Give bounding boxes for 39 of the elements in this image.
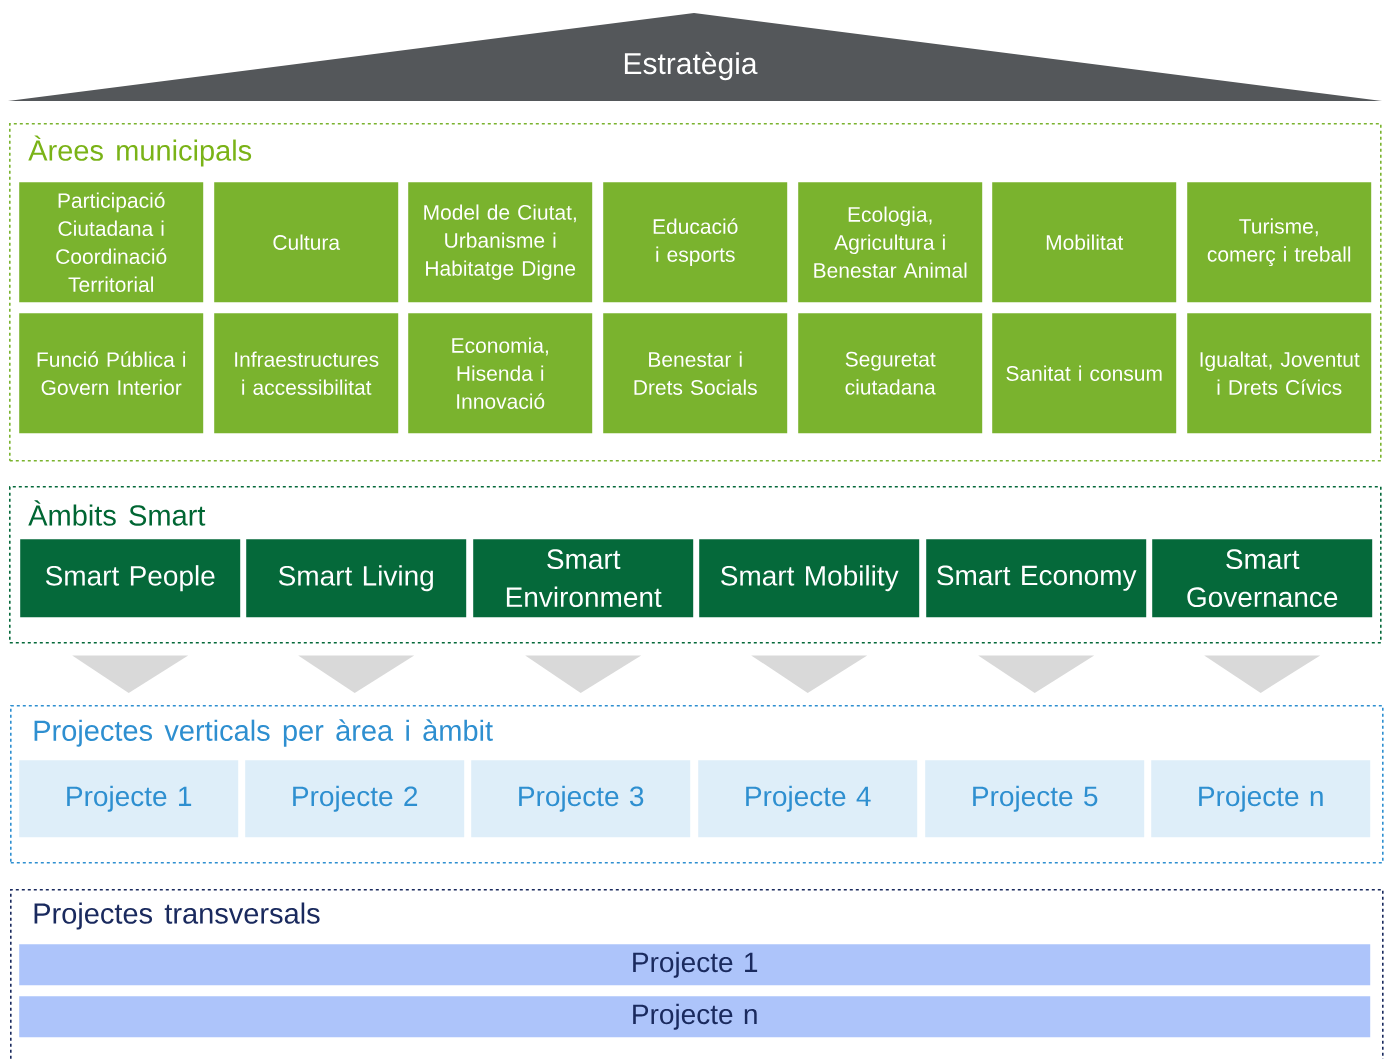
smart-box: Smart People bbox=[20, 539, 241, 618]
smart-box: Smart Living bbox=[246, 539, 467, 618]
area-box: Mobilitat bbox=[992, 182, 1177, 303]
smart-box: Smart Economy bbox=[926, 539, 1147, 618]
area-box: Sanitat i consum bbox=[992, 313, 1177, 434]
panel-title: Àmbits Smart bbox=[28, 500, 206, 526]
smart-box: Smart Mobility bbox=[699, 539, 920, 618]
panel-title: Àrees municipals bbox=[28, 135, 252, 167]
area-box: Economia, Hisenda i Innovació bbox=[408, 313, 593, 434]
project-box: Projecte 2 bbox=[245, 760, 465, 838]
smart-box: Smart Environment bbox=[473, 539, 694, 618]
project-bar: Projecte 1 bbox=[19, 944, 1371, 986]
area-box: Seguretat ciutadana bbox=[798, 313, 983, 434]
project-box: Projecte 1 bbox=[19, 760, 239, 838]
panel-title: Projectes transversals bbox=[34, 902, 320, 930]
chevron-arrow bbox=[1204, 655, 1321, 693]
smart-box: Smart Governance bbox=[1152, 539, 1373, 618]
area-box: Cultura bbox=[214, 182, 399, 303]
area-box: Benestar i Drets Socials bbox=[603, 313, 788, 434]
area-box: Participació Ciutadana i Coordinació Territorial bbox=[19, 182, 204, 303]
chevron-arrow bbox=[525, 655, 642, 693]
chevron-arrow bbox=[298, 655, 415, 693]
project-box: Projecte 3 bbox=[471, 760, 691, 838]
chevron-arrow bbox=[751, 655, 868, 693]
area-box: Infraestructures i accessibilitat bbox=[214, 313, 399, 434]
chevron-arrow bbox=[72, 655, 189, 693]
area-box: Funció Pública i Govern Interior bbox=[19, 313, 204, 434]
area-box: Turisme, comerç i treball bbox=[1187, 182, 1372, 303]
area-box: Igualtat, Joventut i Drets Cívics bbox=[1187, 313, 1372, 434]
project-box: Projecte 4 bbox=[698, 760, 918, 838]
project-box: Projecte 5 bbox=[925, 760, 1145, 838]
area-box: Educació i esports bbox=[603, 182, 788, 303]
project-box: Projecte n bbox=[1151, 760, 1371, 838]
project-bar: Projecte n bbox=[19, 996, 1371, 1038]
area-box: Ecologia, Agricultura i Benestar Animal bbox=[798, 182, 983, 303]
area-box: Model de Ciutat, Urbanisme i Habitatge Digne bbox=[408, 182, 593, 303]
roof-triangle: Estratègia bbox=[8, 13, 1382, 101]
panel-title: Projectes verticals per àrea i àmbit bbox=[34, 719, 493, 747]
chevron-arrow bbox=[978, 655, 1095, 693]
